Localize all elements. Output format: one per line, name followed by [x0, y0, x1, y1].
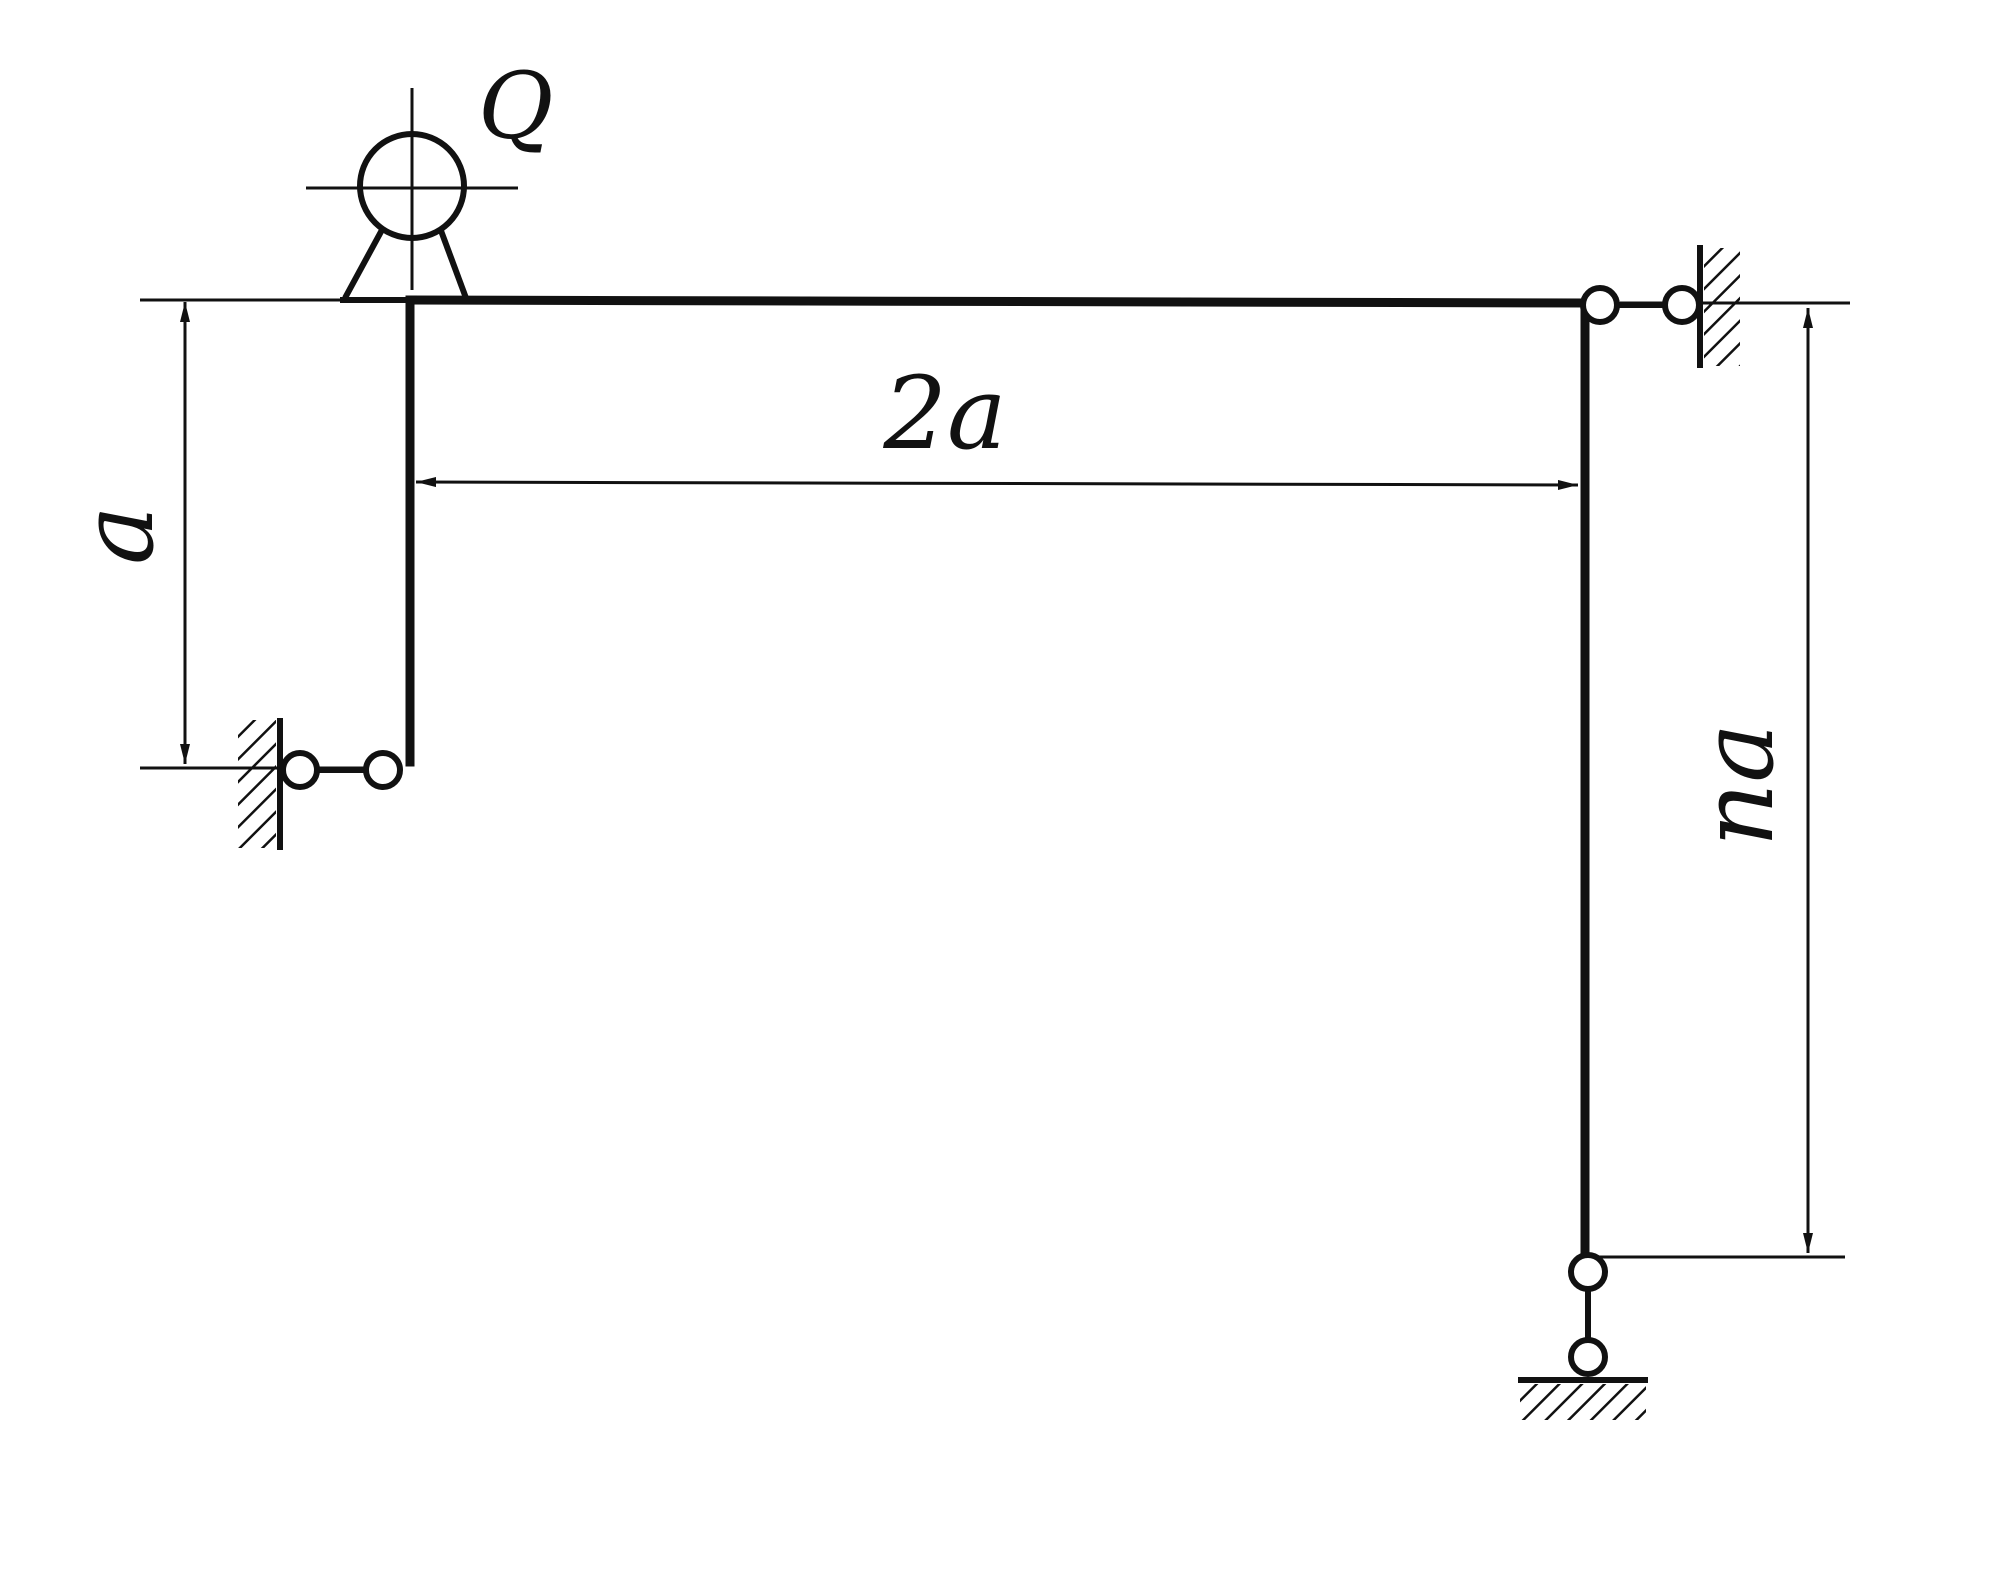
dimension-2a-line [415, 477, 1579, 490]
left-support [238, 718, 403, 850]
frame-top-beam [405, 295, 1590, 308]
dimension-a-label: a [59, 505, 176, 565]
dimension-2a-label: 2a [882, 355, 1006, 472]
bottom-support [1518, 1252, 1648, 1420]
load-q-symbol [306, 88, 518, 303]
load-label: Q [478, 53, 553, 160]
dimension-na-label: na [1679, 723, 1796, 847]
right-top-support [1580, 245, 1740, 368]
